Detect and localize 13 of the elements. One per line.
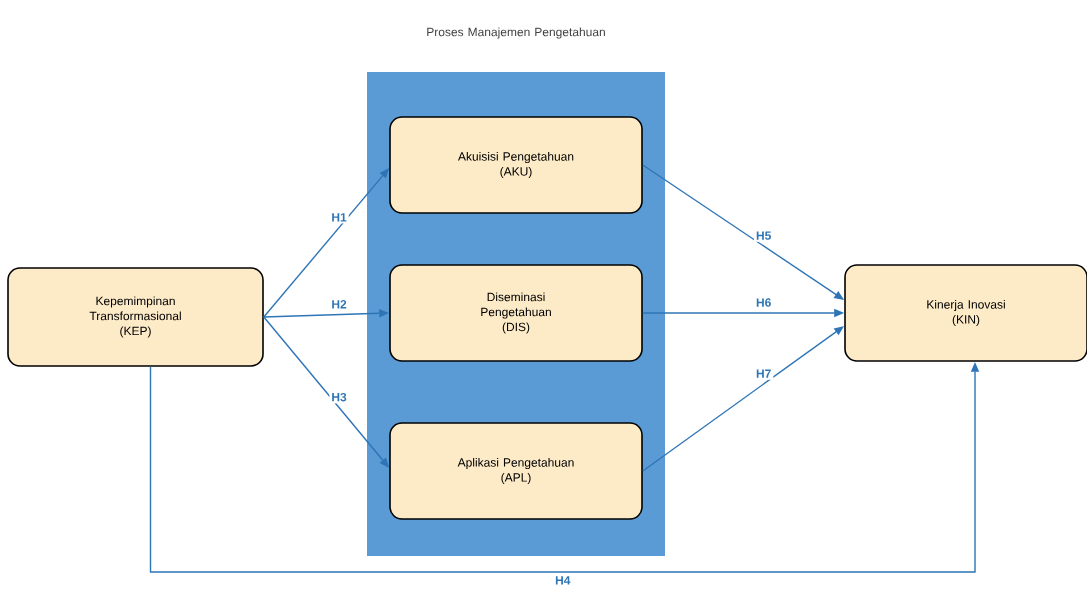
- construct-box: Kinerja Inovasi (KIN): [844, 264, 1087, 362]
- group-heading: Proses Manajemen Pengetahuan: [427, 27, 605, 39]
- edge-label: H1: [329, 211, 349, 224]
- edge-label: H3: [329, 390, 349, 404]
- edge-label: H2: [329, 298, 349, 311]
- construct-box: Diseminasi Pengetahuan (DIS): [389, 264, 643, 362]
- edge-label: H4: [553, 574, 573, 587]
- edge-label: H7: [754, 367, 774, 380]
- edge-label: H5: [754, 229, 774, 242]
- edge-label: H6: [754, 296, 774, 309]
- construct-box: Akuisisi Pengetahuan (AKU): [389, 116, 643, 214]
- construct-box: Kepemimpinan Transformasional (KEP): [7, 267, 264, 367]
- construct-box: Aplikasi Pengetahuan (APL): [389, 422, 643, 520]
